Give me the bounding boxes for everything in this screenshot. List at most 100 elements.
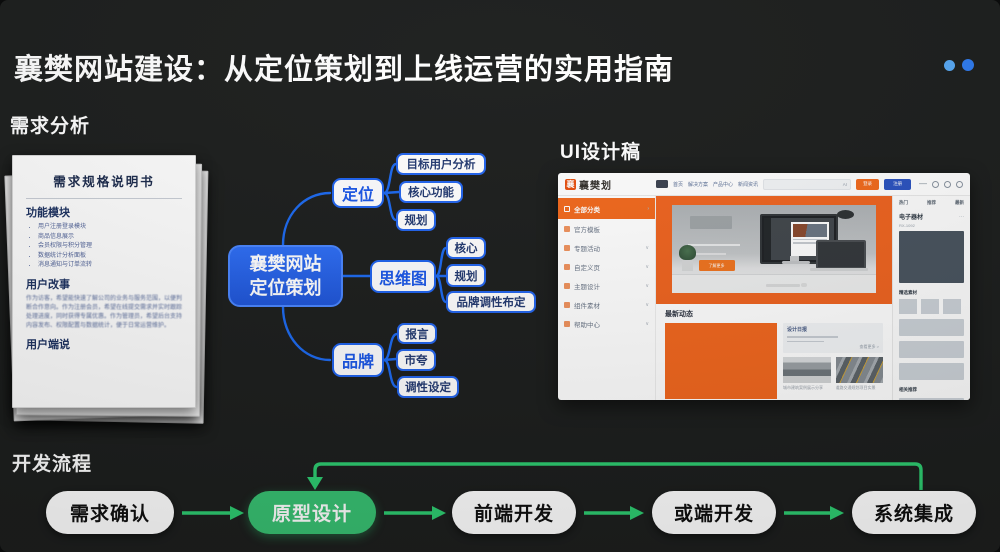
- news-card-title: 设计日报: [787, 327, 808, 333]
- nav-item[interactable]: 首页: [673, 181, 684, 188]
- laptop-shape: [815, 240, 866, 270]
- sidebar-item-label: 组件素材: [574, 302, 600, 310]
- sidebar-icon: [564, 301, 570, 308]
- panel-tab[interactable]: 最新: [955, 200, 964, 205]
- chevron-right-icon: ›: [647, 205, 649, 212]
- mindmap-branch-mindmap: 思维图: [370, 260, 436, 293]
- mindmap-leaf: 目标用户分析: [396, 153, 486, 175]
- monitor-base: [782, 261, 811, 265]
- logo-icon: 襄: [565, 178, 576, 190]
- thumbnail-placeholder: [921, 299, 939, 314]
- flow-step-prototype: 原型设计: [248, 491, 376, 534]
- photo-thumb[interactable]: 城市建筑案例展示分享: [783, 357, 831, 391]
- mockup-navbar: 襄 襄樊划 首页 解决方案 产品中心 新闻资讯 AI 登录 注册 —: [558, 173, 970, 196]
- minimize-icon[interactable]: —: [919, 179, 927, 188]
- list-placeholder: [899, 398, 964, 400]
- sidebar-item[interactable]: 主题设计 ∨: [558, 276, 655, 295]
- sidebar-item-label: 自定义页: [574, 264, 600, 272]
- content-heading: 最新动态: [665, 311, 693, 318]
- sidebar-item-label: 专题活动: [574, 245, 600, 253]
- requirements-document-stack: 需求规格说明书 功能模块 用户注册登录模块 商品信息展示 会员权限与积分管理 数…: [4, 155, 209, 424]
- login-button[interactable]: 登录: [856, 178, 880, 190]
- laptop-base: [809, 268, 868, 272]
- flow-step-integration: 系统集成: [852, 491, 976, 534]
- bullet-item: 数据统计分析面板: [38, 252, 182, 262]
- mindmap-center-line2: 定位策划: [249, 278, 322, 298]
- chevron-down-icon: ∨: [645, 282, 649, 289]
- keyboard-shape: [765, 283, 800, 287]
- ui-design-section-label: UI设计稿: [560, 142, 642, 163]
- refresh-icon[interactable]: [932, 180, 939, 188]
- register-button[interactable]: 注册: [884, 178, 912, 190]
- mindmap-leaf: 核心功能: [399, 181, 463, 203]
- chevron-down-icon: ∨: [645, 320, 649, 327]
- mockup-content: 最新动态 设计日报 查看更多 >: [656, 304, 892, 400]
- mindmap-branch-brand: 品牌: [332, 343, 384, 377]
- more-icon[interactable]: ···: [959, 213, 964, 220]
- panel-tab[interactable]: 热门: [899, 200, 908, 205]
- wall-panel-shape: [690, 216, 733, 230]
- bullet-item: 商品信息展示: [38, 233, 182, 243]
- bullet-item: 用户注册登录模块: [38, 223, 182, 233]
- search-input[interactable]: AI: [763, 178, 852, 190]
- mindmap-leaf: 调性设定: [397, 376, 459, 398]
- decor-dot-light: [944, 60, 955, 71]
- nav-item[interactable]: 新闻资讯: [738, 181, 759, 188]
- sidebar-item[interactable]: 官方模板: [558, 219, 655, 238]
- chevron-down-icon: ∨: [645, 301, 649, 308]
- mindmap-center-line1: 襄樊网站: [249, 253, 322, 274]
- photo-thumb[interactable]: 道路交通规划项目实景: [835, 357, 883, 391]
- divider: [26, 198, 182, 199]
- panel-section-label: 电子器材: [899, 215, 924, 221]
- sidebar-item-active[interactable]: 全部分类 ›: [558, 198, 655, 219]
- bullet-item: 会员权限与积分管理: [38, 242, 182, 252]
- bullet-item: 消息通知与订单流转: [38, 261, 182, 271]
- thumbnail-placeholder: [899, 299, 917, 314]
- mouse-shape: [800, 282, 807, 287]
- chevron-down-icon: ∨: [645, 263, 649, 270]
- history-icon[interactable]: [944, 180, 951, 188]
- document-heading-user-testing: 用户端说: [26, 338, 70, 351]
- plant-pot: [682, 259, 694, 271]
- requirements-section-label: 需求分析: [10, 116, 91, 137]
- photo-caption: 城市建筑案例展示分享: [783, 385, 823, 390]
- mindmap-leaf: 品牌调性布定: [446, 291, 536, 313]
- desk-shape: [672, 273, 876, 293]
- settings-icon[interactable]: [956, 180, 963, 188]
- photo-caption: 道路交通规划项目实景: [835, 385, 876, 390]
- hero-cta-button[interactable]: 了解更多: [698, 260, 735, 272]
- sidebar-icon: [564, 225, 570, 232]
- mockup-sidebar: 全部分类 › 官方模板 专题活动 ∨ 自定义页 ∨: [558, 196, 656, 400]
- document-bullet-list: 用户注册登录模块 商品信息展示 会员权限与积分管理 数据统计分析面板 消息通知与…: [30, 223, 182, 271]
- nav-item[interactable]: 解决方案: [688, 181, 709, 188]
- list-placeholder: [899, 319, 964, 336]
- panel-tab[interactable]: 推荐: [927, 200, 936, 205]
- decor-dot-dark: [962, 59, 974, 71]
- nav-item[interactable]: 产品中心: [713, 181, 734, 188]
- panel-section-label: 精选素材: [899, 290, 917, 295]
- dev-process-section-label: 开发流程: [12, 454, 93, 475]
- hero-banner: 了解更多: [656, 196, 892, 304]
- mockup-right-panel: 热门 推荐 最新 电子器材 ··· RX-1092 精选素材: [892, 196, 970, 400]
- news-card-meta[interactable]: 查看更多 >: [859, 344, 879, 349]
- mindmap-connectors: [281, 162, 448, 389]
- mockup-logo[interactable]: 襄 襄樊划: [565, 177, 651, 192]
- thumbnail-row: [899, 299, 964, 314]
- document-heading-modules: 功能模块: [26, 207, 70, 219]
- lamp-shape: [836, 210, 854, 220]
- news-card[interactable]: 设计日报 查看更多 >: [783, 323, 883, 353]
- mindmap-leaf: 核心: [446, 237, 486, 259]
- category-icon: [564, 205, 570, 212]
- building-photo: [783, 357, 831, 383]
- sidebar-item-label: 全部分类: [574, 206, 600, 214]
- image-placeholder-dark: [899, 231, 964, 283]
- sidebar-item[interactable]: 帮助中心 ∨: [558, 314, 655, 333]
- sidebar-item[interactable]: 专题活动 ∨: [558, 238, 655, 257]
- flow-step-requirements: 需求确认: [46, 491, 174, 534]
- chevron-down-icon: ∨: [645, 244, 649, 251]
- sidebar-item[interactable]: 自定义页 ∨: [558, 257, 655, 276]
- wall-line: [688, 252, 727, 255]
- flow-arrows: [182, 462, 923, 520]
- sidebar-item[interactable]: 组件素材 ∨: [558, 295, 655, 314]
